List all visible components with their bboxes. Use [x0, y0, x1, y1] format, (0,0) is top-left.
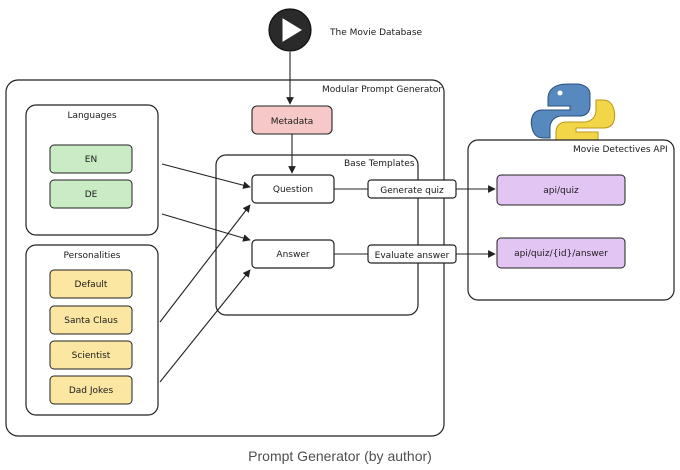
modular-prompt-generator-title: Modular Prompt Generator: [322, 85, 442, 95]
edge-personalities-question: [159, 204, 251, 323]
language-de-label: DE: [85, 190, 98, 200]
figure-caption: Prompt Generator (by author): [248, 448, 432, 464]
api-quiz-label: api/quiz: [543, 186, 579, 196]
base-templates-title: Base Templates: [344, 159, 415, 169]
personality-santa-label: Santa Claus: [64, 316, 118, 326]
generate-quiz-edge-label-box: [367, 179, 457, 199]
evaluate-answer-edge-label-box: [367, 244, 457, 264]
edge-personalities-answer: [159, 269, 251, 383]
api-answer-label: api/quiz/{id}/answer: [514, 249, 608, 259]
api-answer-node: [496, 237, 626, 269]
answer-label: Answer: [276, 250, 309, 260]
personality-dadjokes-node: [49, 375, 133, 405]
language-en-label: EN: [85, 155, 97, 165]
api-quiz-node: [496, 174, 626, 206]
languages-title: Languages: [67, 111, 116, 121]
question-label: Question: [273, 185, 313, 195]
personality-scientist-node: [49, 340, 133, 370]
language-en-node: [49, 144, 133, 174]
movie-detectives-api-title: Movie Detectives API: [573, 145, 668, 155]
edge-de-answer: [161, 213, 251, 242]
play-triangle: [282, 18, 302, 42]
personality-dadjokes-label: Dad Jokes: [69, 386, 114, 396]
generate-quiz-edge-label: Generate quiz: [380, 186, 444, 196]
personalities-title: Personalities: [63, 251, 120, 261]
personality-santa-node: [49, 305, 133, 335]
metadata-label: Metadata: [271, 117, 314, 127]
personality-default-node: [49, 269, 133, 299]
personality-scientist-label: Scientist: [72, 351, 111, 361]
evaluate-answer-edge-label: Evaluate answer: [375, 251, 450, 261]
tmdb-node: The Movie Database: [268, 8, 423, 52]
personality-default-label: Default: [75, 280, 108, 290]
tmdb-label: The Movie Database: [329, 28, 423, 38]
movie-detectives-api-container: [467, 139, 675, 301]
language-de-node: [49, 179, 133, 209]
edge-en-question: [161, 163, 251, 189]
